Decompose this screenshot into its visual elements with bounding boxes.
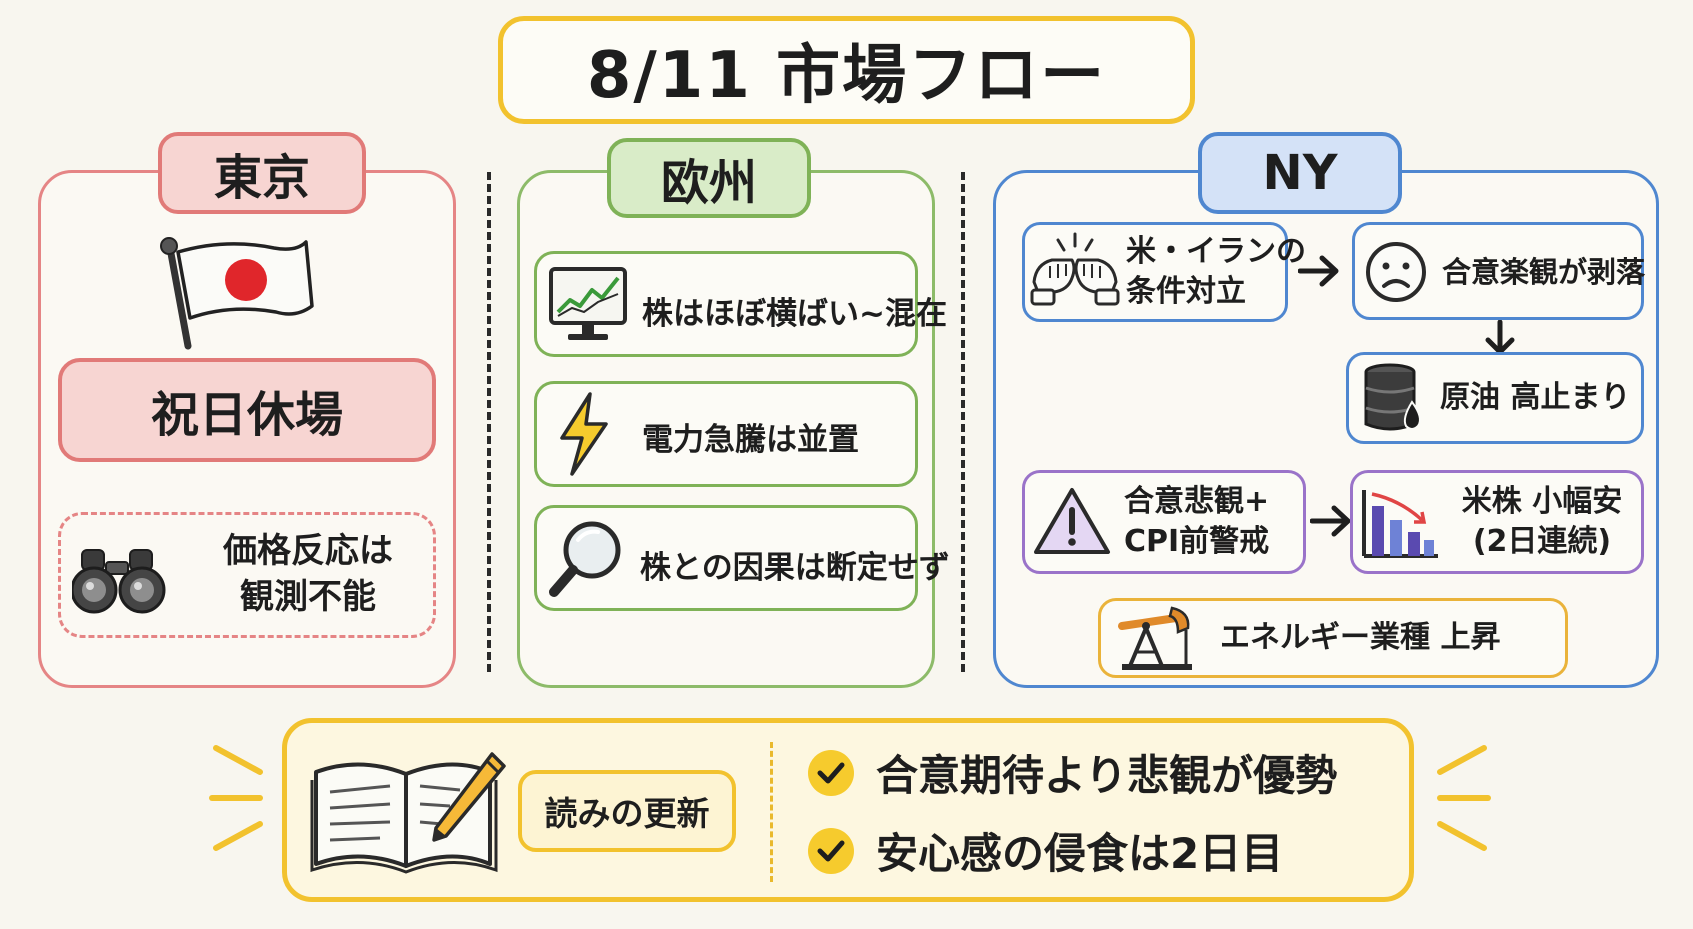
separator-tokyo-europe [487, 172, 491, 672]
ny-tab: NY [1198, 132, 1402, 214]
europe-stocks-flat-text: 株はほぼ横ばい~混在 [642, 296, 947, 332]
unobservable-note: 価格反応は 観測不能 [192, 528, 424, 628]
warning-icon [1034, 488, 1110, 554]
summary-point-1: 合意期待より悲観が優勢 [808, 742, 1337, 803]
ny-stocks-line1: 米株 小幅安 [1461, 484, 1623, 519]
europe-power-surge-text: 電力急騰は並置 [642, 422, 859, 458]
checkmark-icon [808, 749, 854, 796]
reading-update-label: 読みの更新 [518, 770, 736, 852]
ny-caution-line2: CPI前警戒 [1124, 524, 1270, 559]
ny-optimism-fade-text: 合意楽観が剥落 [1442, 255, 1646, 289]
japan-flag-icon [160, 237, 314, 350]
checkmark-icon [808, 827, 854, 874]
ny-stocks-text: 米株 小幅安 (2日連続) [1452, 482, 1632, 562]
ny-conflict-line1: 米・イランの [1126, 234, 1306, 269]
tokyo-tab: 東京 [158, 132, 366, 214]
summary-separator [770, 742, 773, 882]
unobservable-note-line2: 観測不能 [240, 577, 376, 617]
unobservable-note-line1: 価格反応は [223, 531, 393, 571]
europe-tab: 欧州 [607, 138, 811, 218]
arrow-right-icon [1298, 255, 1339, 287]
unobservable-box [58, 512, 436, 638]
ny-optimism-fade-box [1352, 222, 1644, 320]
falling-bars-icon [1362, 490, 1438, 558]
lightning-icon [560, 392, 608, 476]
binoculars-icon [72, 549, 166, 614]
europe-no-causality-text: 株との因果は断定せず [640, 550, 950, 586]
ny-energy-text: エネルギー業種 上昇 [1220, 620, 1501, 655]
ny-caution-text: 合意悲観+ CPI前警戒 [1124, 482, 1269, 562]
oil-barrel-icon [1364, 363, 1421, 431]
magnifier-icon [549, 521, 621, 597]
open-book-pencil-icon [310, 752, 506, 874]
summary-box [282, 718, 1414, 902]
summary-point-2-text: 安心感の侵食は2日目 [876, 829, 1284, 878]
fist-bump-icon [1030, 232, 1120, 306]
ny-conflict-text: 米・イランの 条件対立 [1126, 232, 1306, 312]
stock-monitor-icon [549, 267, 627, 340]
arrow-right-icon [1310, 505, 1351, 537]
title-box: 8/11 市場フロー [498, 16, 1195, 124]
ny-stocks-line2: (2日連続) [1472, 524, 1612, 559]
page-title: 8/11 市場フロー [586, 39, 1107, 113]
holiday-closed-box: 祝日休場 [58, 358, 436, 462]
ny-conflict-line2: 条件対立 [1126, 274, 1246, 309]
emphasis-lines-left-icon [209, 745, 263, 851]
arrow-down-icon [1485, 320, 1515, 355]
oil-pump-icon [1118, 606, 1192, 670]
emphasis-lines-right-icon [1437, 745, 1491, 851]
summary-point-2: 安心感の侵食は2日目 [808, 820, 1283, 881]
ny-oil-text: 原油 高止まり [1440, 380, 1631, 415]
separator-europe-ny [961, 172, 965, 672]
sad-face-icon [1366, 242, 1426, 302]
ny-caution-line1: 合意悲観+ [1124, 484, 1270, 519]
summary-point-1-text: 合意期待より悲観が優勢 [876, 751, 1338, 800]
